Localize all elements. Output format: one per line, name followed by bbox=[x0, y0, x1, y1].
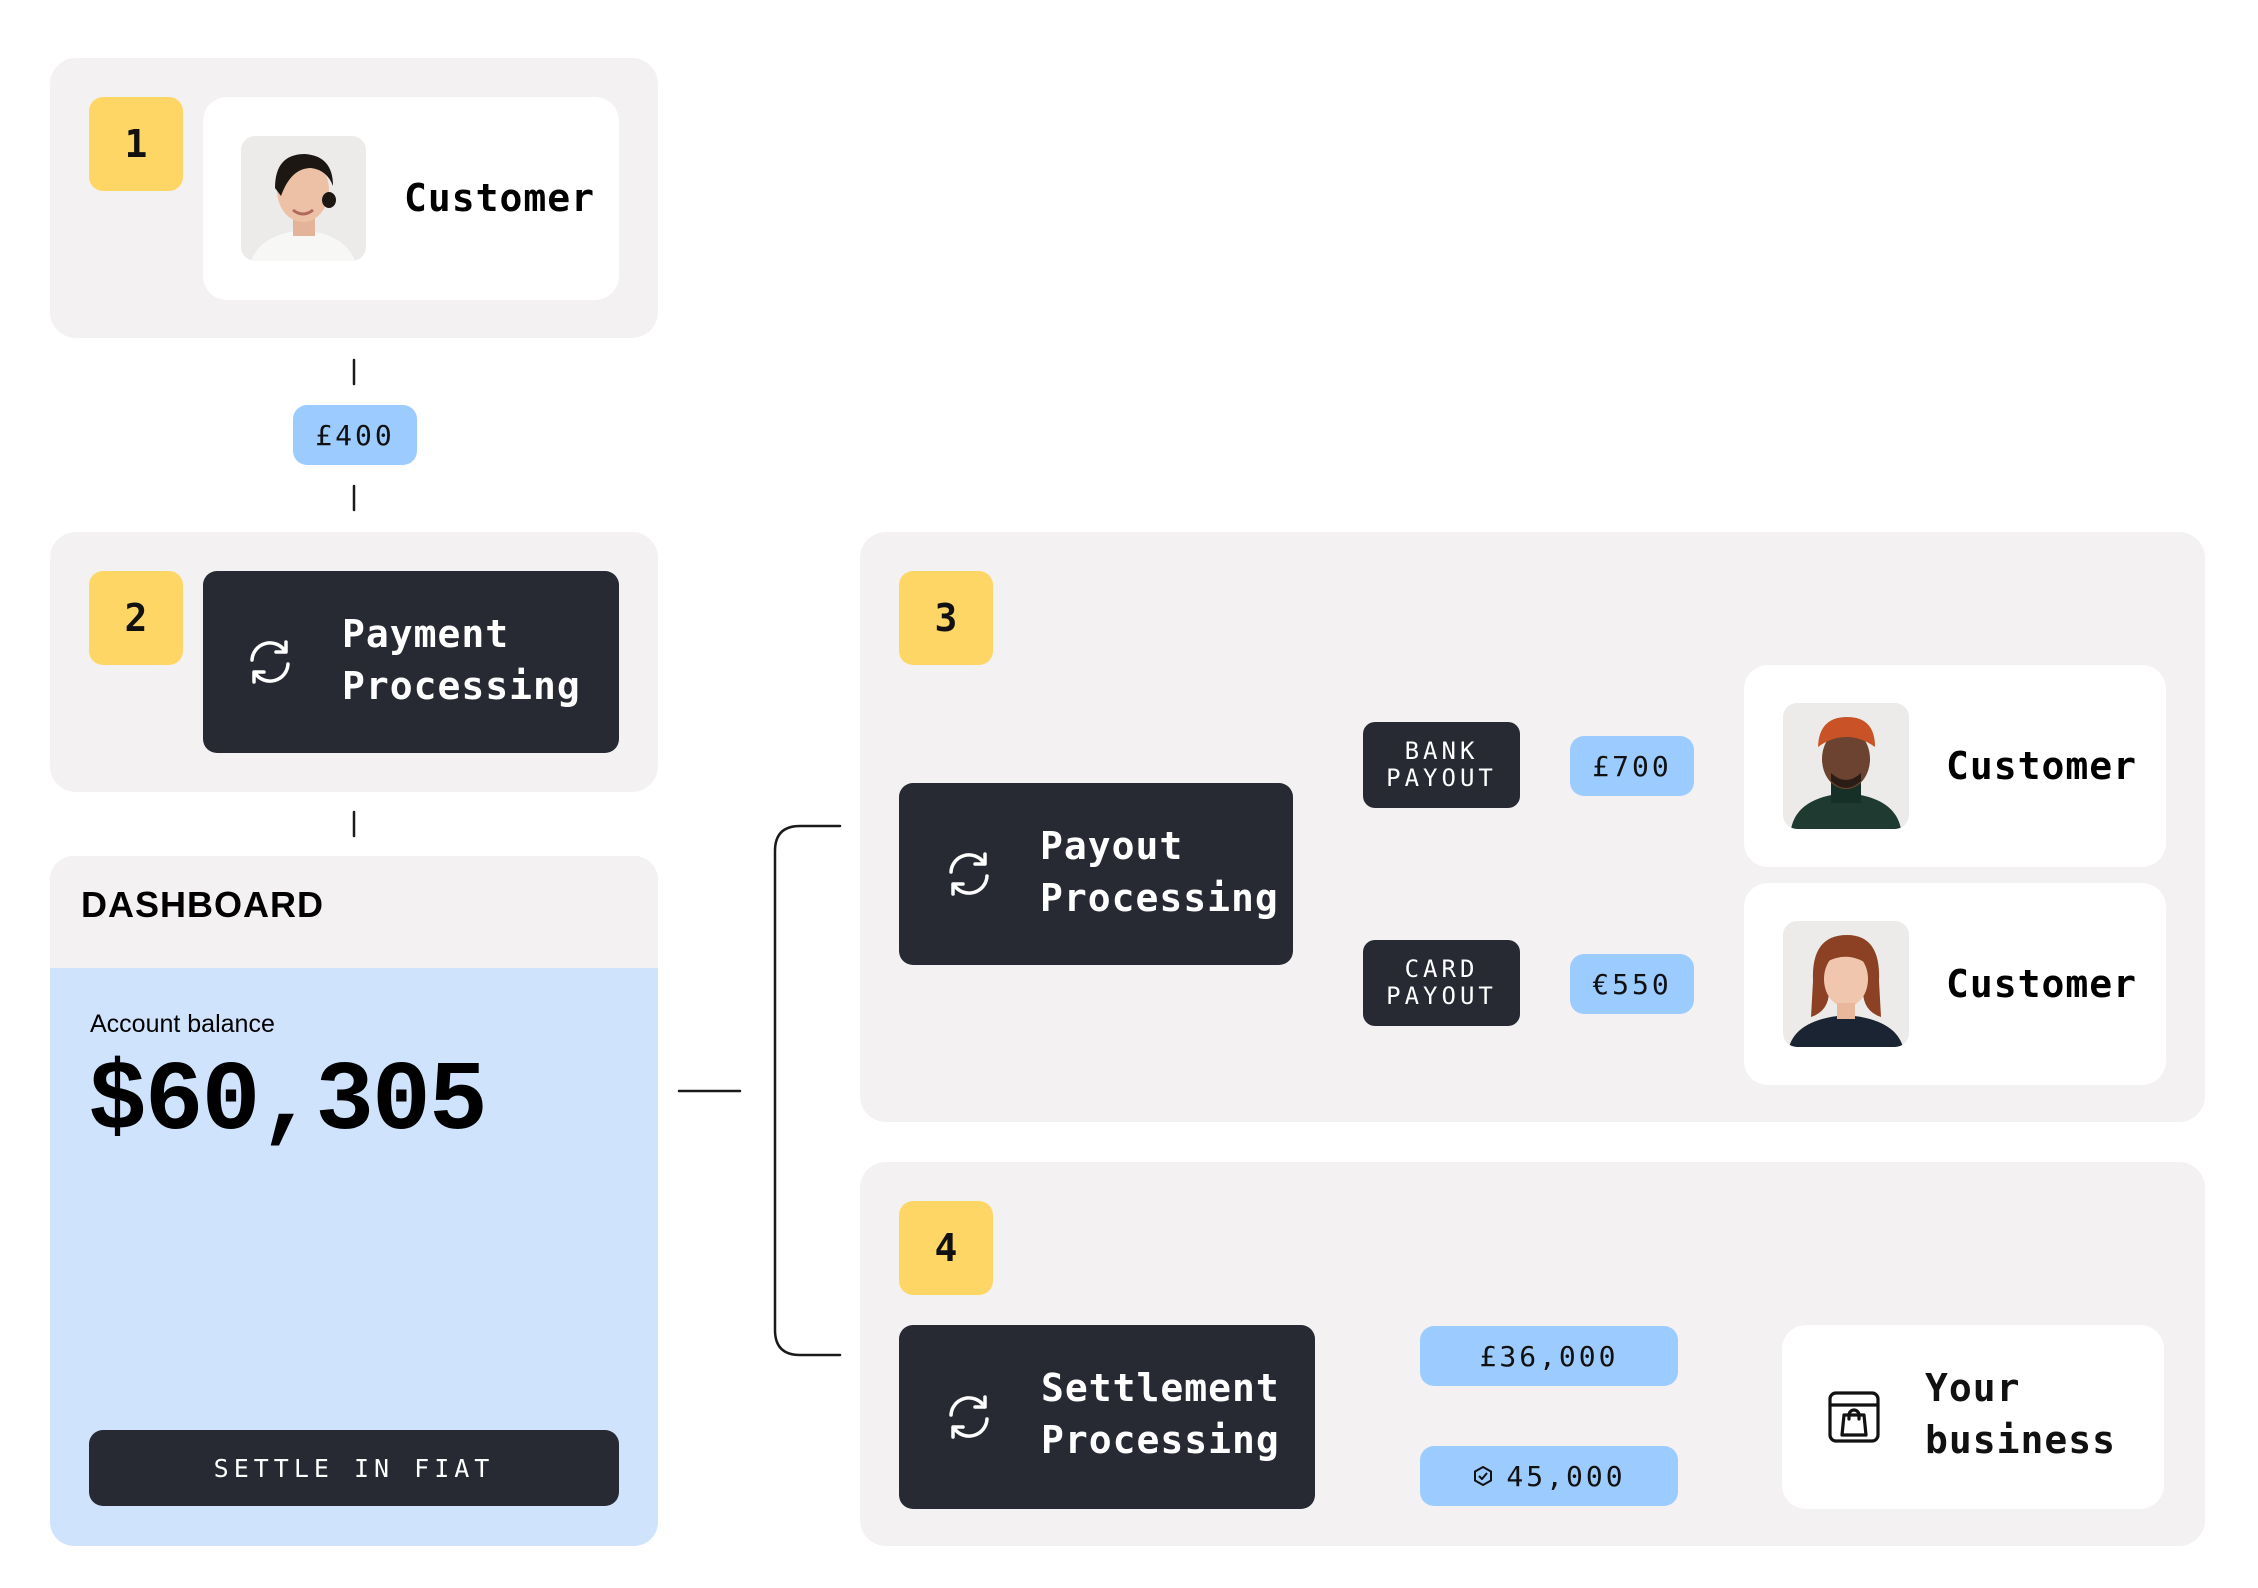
step3-badge: 3 bbox=[899, 571, 993, 665]
sync-icon bbox=[244, 636, 296, 688]
dashboard-header bbox=[50, 856, 658, 968]
card-customer-label: Customer bbox=[1946, 962, 2138, 1006]
settlement-crypto-amount: 45,000 bbox=[1420, 1446, 1678, 1506]
card-payout-amount: €550 bbox=[1570, 954, 1694, 1014]
step2-badge: 2 bbox=[89, 571, 183, 665]
settle-in-fiat-button[interactable]: SETTLE IN FIAT bbox=[89, 1430, 619, 1506]
settlement-processing-card[interactable] bbox=[899, 1325, 1315, 1509]
payment-processing-card[interactable] bbox=[203, 571, 619, 753]
customer-label: Customer bbox=[404, 176, 596, 220]
woman-red-hair-avatar bbox=[1783, 921, 1909, 1047]
your-business-label: Your business bbox=[1925, 1366, 2117, 1462]
payout-processing-card[interactable] bbox=[899, 783, 1293, 965]
amount-in-chip: £400 bbox=[293, 405, 417, 465]
settle-in-fiat-label: SETTLE IN FIAT bbox=[213, 1453, 495, 1483]
sync-icon bbox=[943, 1391, 995, 1443]
man-avatar bbox=[1783, 703, 1909, 829]
your-business-card[interactable] bbox=[1782, 1325, 2164, 1509]
card-payout-tag: CARD PAYOUT bbox=[1363, 940, 1520, 1026]
bank-payout-tag: BANK PAYOUT bbox=[1363, 722, 1520, 808]
settlement-fiat-amount: £36,000 bbox=[1420, 1326, 1678, 1386]
account-balance-value: $60,305 bbox=[88, 1047, 488, 1158]
woman-avatar bbox=[241, 136, 366, 261]
hexagon-coin-icon bbox=[1472, 1465, 1494, 1487]
account-balance-label: Account balance bbox=[90, 1010, 275, 1038]
crypto-amount-value: 45,000 bbox=[1506, 1459, 1626, 1493]
settlement-processing-label: Settlement Processing bbox=[1041, 1366, 1280, 1462]
bank-customer-label: Customer bbox=[1946, 744, 2138, 788]
payment-processing-label: Payment Processing bbox=[342, 612, 581, 708]
step4-badge: 4 bbox=[899, 1201, 993, 1295]
step1-badge: 1 bbox=[89, 97, 183, 191]
shopping-bag-icon bbox=[1826, 1389, 1882, 1449]
dashboard-title: DASHBOARD bbox=[81, 884, 324, 925]
payout-processing-label: Payout Processing bbox=[1040, 824, 1279, 920]
bank-payout-amount: £700 bbox=[1570, 736, 1694, 796]
sync-icon bbox=[943, 848, 995, 900]
